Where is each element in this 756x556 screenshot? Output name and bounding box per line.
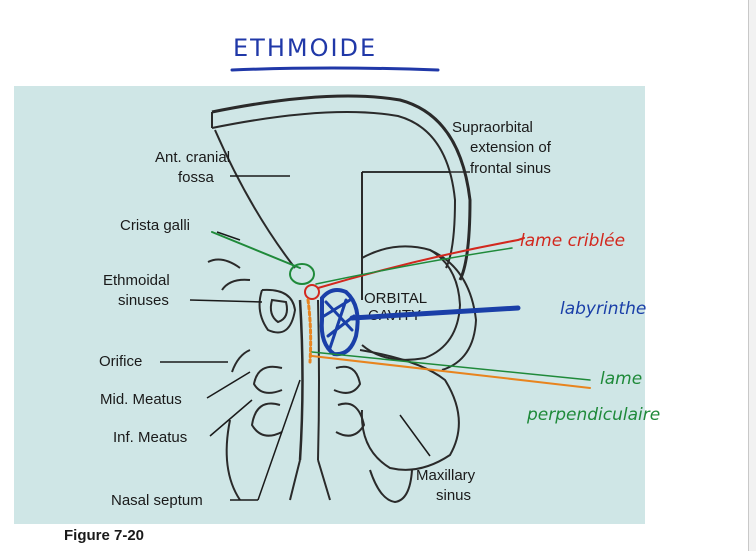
skull-drawing [207, 94, 478, 504]
figure-labels: Supraorbital extension of frontal sinus … [64, 119, 552, 544]
label-crista-galli: Crista galli [120, 217, 190, 234]
title-underline [230, 66, 440, 72]
label-inf-meatus: Inf. Meatus [113, 429, 187, 446]
annotation-lame-criblee: lame criblée [520, 231, 625, 251]
label-supraorbital-line1: Supraorbital [452, 119, 533, 136]
label-orifice: Orifice [99, 353, 142, 370]
annotation-lame: lame [600, 369, 642, 389]
label-orbital-line1: ORBITAL [364, 290, 427, 307]
label-ant-cranial-line2: fossa [178, 169, 215, 186]
figure-caption-fragment: Figure 7-20 [64, 527, 144, 544]
title-text: ETHMOIDE [233, 34, 377, 62]
label-ethmoidal-line1: Ethmoidal [103, 272, 170, 289]
annotation-perpendiculaire: perpendiculaire [526, 405, 660, 425]
label-maxillary-line1: Maxillary [416, 467, 476, 484]
window-right-edge [748, 0, 756, 551]
label-maxillary-line2: sinus [436, 487, 471, 504]
leader-lines [160, 171, 450, 501]
annotation-marks [211, 231, 591, 389]
label-nasal-septum: Nasal septum [111, 492, 203, 509]
label-supraorbital-line2: extension of [470, 139, 552, 156]
label-ethmoidal-line2: sinuses [118, 292, 169, 309]
annotation-text: lame criblée labyrinthe lame perpendicul… [520, 231, 660, 425]
annotation-labyrinthe: labyrinthe [560, 299, 646, 319]
label-mid-meatus: Mid. Meatus [100, 391, 182, 408]
label-supraorbital-line3: frontal sinus [470, 160, 551, 177]
label-ant-cranial-line1: Ant. cranial [155, 149, 230, 166]
